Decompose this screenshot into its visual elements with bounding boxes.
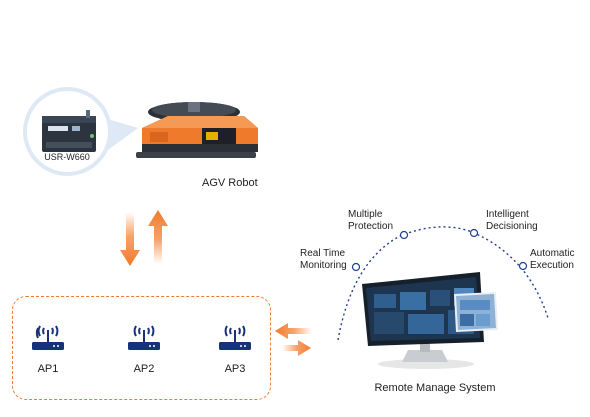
arrow-up-icon xyxy=(148,210,168,264)
monitor-image xyxy=(362,272,498,369)
access-point-icon xyxy=(219,325,251,350)
arrow-right-icon xyxy=(282,340,311,356)
device-label: USR-W660 xyxy=(44,152,90,162)
access-point-icon xyxy=(128,325,160,350)
arc-node-icon xyxy=(518,261,528,271)
arc-node-icon xyxy=(469,228,479,238)
access-point-label: AP3 xyxy=(224,363,246,375)
arc-node-icon xyxy=(399,230,409,240)
arrow-down-icon xyxy=(120,212,140,266)
arrow-left-icon xyxy=(275,323,312,339)
agv-robot-label: AGV Robot xyxy=(202,177,258,189)
access-point-label: AP1 xyxy=(37,363,59,375)
system-label: Remote Manage System xyxy=(374,382,496,394)
access-point-label: AP2 xyxy=(133,363,155,375)
router-device-image xyxy=(42,110,96,152)
access-point-group xyxy=(12,296,271,400)
agv-robot-image xyxy=(136,102,258,158)
access-point-icon xyxy=(32,325,64,350)
arc-node-icon xyxy=(351,262,361,272)
